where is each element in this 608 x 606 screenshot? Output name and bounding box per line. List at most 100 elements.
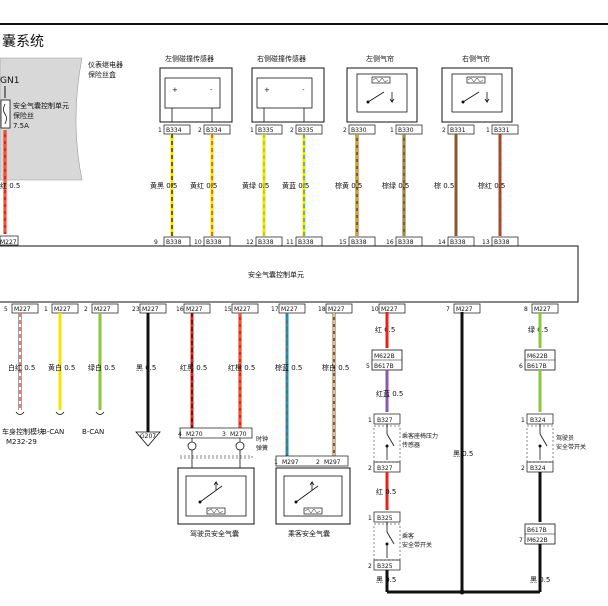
svg-text:M270: M270 — [186, 431, 203, 438]
bottom-wire-label-1: 黄白 0.5 — [48, 363, 75, 372]
fusebox-label-1: 仪表继电器 — [88, 60, 123, 69]
top-wire-label-3: 黄蓝 0.5 — [282, 181, 309, 190]
bottom-conn-4: M227 — [186, 306, 203, 313]
svg-text:黑 0.5: 黑 0.5 — [453, 450, 473, 458]
top-pin2-5: 16 — [386, 239, 394, 246]
fuse-label-3: 7.5A — [13, 122, 29, 130]
left-conn: M227 — [0, 239, 17, 246]
top-conn-0: B334 — [166, 127, 182, 134]
top-pin-4: 2 — [343, 127, 347, 134]
svg-text:-: - — [302, 86, 305, 94]
bottom-conn-9: M227 — [456, 306, 473, 313]
bottom-conn-10: M227 — [534, 306, 551, 313]
svg-text:M297: M297 — [324, 459, 341, 466]
svg-text:B617B: B617B — [527, 363, 547, 370]
svg-text:左侧碰撞传感器: 左侧碰撞传感器 — [165, 54, 214, 63]
top-pin2-2: 12 — [246, 239, 254, 246]
page-title: 囊系统 — [2, 33, 44, 50]
top-conn-3: B335 — [298, 127, 314, 134]
bottom-dest-2: B-CAN — [82, 428, 104, 436]
passenger-airbag: 1 M297 2 M297 乘客安全气囊 — [274, 455, 351, 538]
left-curtain-airbag: 左侧气帘 — [346, 54, 418, 123]
svg-text:M270: M270 — [230, 431, 247, 438]
ground-g207: G207 — [135, 431, 161, 447]
svg-text:传感器: 传感器 — [402, 441, 420, 449]
top-pin2-6: 14 — [438, 239, 446, 246]
bottom-conn-2: M227 — [94, 306, 111, 313]
svg-text:乘客: 乘客 — [402, 532, 414, 540]
svg-text:2: 2 — [521, 465, 525, 472]
top-conn-4: B330 — [351, 127, 367, 134]
svg-text:G207: G207 — [140, 433, 156, 440]
svg-text:时钟: 时钟 — [256, 435, 268, 443]
svg-text:M622B: M622B — [374, 353, 395, 360]
bottom-conn-6: M227 — [281, 306, 298, 313]
top-conn2-3: B338 — [298, 239, 314, 246]
svg-text:B325: B325 — [377, 515, 393, 522]
top-wire-label-7: 棕红 0.5 — [478, 181, 505, 190]
svg-text:黑 0.5: 黑 0.5 — [530, 576, 550, 584]
driver-belt-chain: 6 M622B B617B 1 B324 驾驶员 安全带开关 2 B324 7 … — [519, 312, 586, 592]
svg-text:黑 0.5: 黑 0.5 — [376, 576, 396, 584]
svg-text:5: 5 — [366, 363, 370, 370]
fuse-label-2: 保险丝 — [13, 111, 34, 120]
bottom-wire-label-4: 红黑 0.5 — [180, 363, 207, 372]
bottom-pin-10: 8 — [524, 306, 528, 313]
top-conn2-2: B338 — [258, 239, 274, 246]
ecu-box — [0, 245, 579, 303]
bottom-wire-label-0: 白红 0.5 — [8, 363, 35, 372]
top-wire-label-5: 棕绿 0.5 — [382, 181, 409, 190]
top-pin-6: 2 — [442, 127, 446, 134]
svg-text:驾驶员: 驾驶员 — [556, 434, 574, 442]
svg-text:乘客座椅压力: 乘客座椅压力 — [402, 432, 438, 440]
wire-left-label: 红 0.5 — [0, 181, 20, 190]
right-crash-sensor: 右侧碰撞传感器 +- — [251, 54, 325, 123]
top-conn-1: B334 — [206, 127, 222, 134]
svg-text:1: 1 — [368, 515, 372, 522]
svg-text:M297: M297 — [282, 459, 299, 466]
fuse-icon — [0, 99, 11, 129]
fusebox-label-2: 保险丝盒 — [88, 70, 116, 79]
bottom-dest-0: 车身控制模块 — [2, 427, 44, 436]
top-wire-label-6: 棕 0.5 — [434, 181, 454, 190]
svg-text:乘客安全气囊: 乘客安全气囊 — [288, 529, 330, 538]
top-pin2-0: 9 — [154, 239, 158, 246]
top-conn2-7: B338 — [494, 239, 510, 246]
top-conn2-6: B338 — [450, 239, 466, 246]
svg-text:B324: B324 — [530, 417, 546, 424]
bottom-pin-8: 10 — [371, 306, 379, 313]
ecu-label: 安全气囊控制单元 — [248, 270, 304, 279]
svg-text:2: 2 — [316, 459, 320, 466]
svg-text:弹簧: 弹簧 — [256, 444, 268, 452]
top-conn-6: B331 — [450, 127, 466, 134]
top-pin2-1: 10 — [194, 239, 202, 246]
top-conn-7: B331 — [494, 127, 510, 134]
svg-text:-: - — [210, 86, 213, 94]
svg-text:6: 6 — [519, 363, 523, 370]
top-conn-2: B335 — [258, 127, 274, 134]
bottom-pin-3: 23 — [132, 306, 140, 313]
top-pin-0: 1 — [158, 127, 162, 134]
bottom-pin-1: 1 — [44, 306, 48, 313]
top-pin-1: 2 — [198, 127, 202, 134]
svg-text:3: 3 — [222, 431, 226, 438]
bottom-conn-1: M227 — [54, 306, 71, 313]
bottom-wire-label-2: 绿白 0.5 — [88, 363, 115, 372]
svg-text:M622B: M622B — [527, 353, 548, 360]
left-crash-sensor: 左侧碰撞传感器 +- — [159, 54, 233, 123]
center-ground-wire: 黑 0.5 — [387, 312, 540, 595]
top-pin2-4: 15 — [339, 239, 347, 246]
